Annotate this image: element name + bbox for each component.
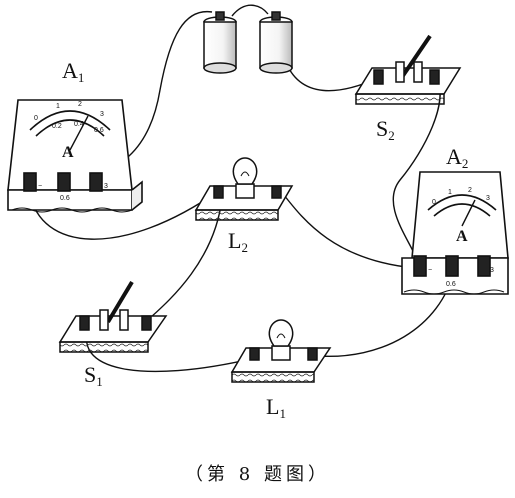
ammeter-a1-dial: [29, 110, 111, 151]
lamp-l2: [194, 157, 294, 221]
ammeter-a2-dial: [427, 194, 497, 227]
a1-scale-2: 2: [78, 101, 82, 108]
label-l2: L2: [228, 228, 248, 255]
wire-battery-link: [231, 4, 269, 17]
label-a2: A2: [446, 144, 469, 171]
switch-s2: [354, 34, 462, 105]
a2-terminal-06: 0.6: [446, 281, 456, 288]
label-l1: L1: [266, 394, 286, 421]
a1-scale-4: 0.2: [52, 123, 62, 130]
a2-scale-1: 1: [448, 189, 452, 196]
battery: [203, 11, 293, 74]
a2-scale-0: 0: [432, 199, 436, 206]
a1-scale-5: 0.4: [74, 121, 84, 128]
lamp-l1: [230, 319, 332, 383]
wire-l2-to-a2: [279, 189, 416, 269]
ammeter-a1: [7, 99, 143, 213]
label-s2: S2: [376, 116, 395, 143]
a2-scale-3: 3: [486, 195, 490, 202]
a1-face-letter: A: [62, 144, 74, 161]
battery-cell-1: [203, 11, 237, 74]
a2-face-letter: A: [456, 228, 468, 245]
a1-scale-3: 3: [100, 111, 104, 118]
battery-cell-2: [259, 11, 293, 74]
label-s1: S1: [84, 362, 103, 389]
a1-scale-0: 0: [34, 115, 38, 122]
switch-s1: [58, 280, 168, 353]
a2-terminal-3: 3: [490, 267, 494, 274]
a1-terminal-06: 0.6: [60, 195, 70, 202]
a1-terminal-neg: −: [38, 183, 42, 190]
a2-scale-2: 2: [468, 187, 472, 194]
a1-scale-6: 0.6: [94, 127, 104, 134]
a2-terminal-neg: −: [428, 267, 432, 274]
wire-a1-to-l2: [29, 189, 221, 240]
label-a1: A1: [62, 58, 85, 85]
a1-terminal-3: 3: [104, 183, 108, 190]
ammeter-a2: [401, 171, 509, 295]
figure-caption: （第 8 题图）: [185, 464, 330, 485]
a1-scale-1: 1: [56, 103, 60, 110]
